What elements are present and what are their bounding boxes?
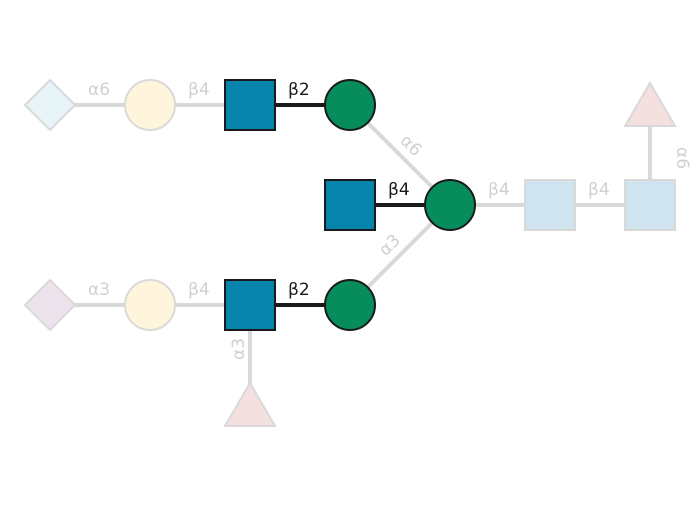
label-top-a6: α6 xyxy=(88,80,110,100)
node-core-man-circle-icon[interactable] xyxy=(424,179,476,231)
label-top-b4: β4 xyxy=(188,80,210,100)
node-bot-gal-circle-icon[interactable] xyxy=(124,279,176,331)
faded-edges xyxy=(50,103,652,400)
label-bot-b4: β4 xyxy=(188,280,210,300)
faded-labels: α6 β4 α6 α3 β4 β4 α6 α3 β4 α3 xyxy=(88,80,692,360)
node-bot-man-circle-icon[interactable] xyxy=(324,279,376,331)
node-top-neugc-diamond-icon[interactable] xyxy=(23,78,77,132)
label-bisect-b4: β4 xyxy=(388,180,410,200)
node-top-man-circle-icon[interactable] xyxy=(324,79,376,131)
node-bot-neuac-diamond-icon[interactable] xyxy=(23,278,77,332)
node-bisect-glcnac-square-icon[interactable] xyxy=(324,179,376,231)
node-bot-fuc-triangle-icon[interactable] xyxy=(223,381,277,427)
label-top-b2: β2 xyxy=(288,80,310,100)
node-bot-glcnac-square-icon[interactable] xyxy=(224,279,276,331)
label-core-b4b: β4 xyxy=(588,180,610,200)
active-labels: β2 β4 β2 xyxy=(288,80,410,300)
label-bot-b2: β2 xyxy=(288,280,310,300)
label-corefuc-a6: α6 xyxy=(672,147,692,169)
node-top-gal-circle-icon[interactable] xyxy=(124,79,176,131)
node-core-glcnac1-square-icon[interactable] xyxy=(524,179,576,231)
label-core-b4a: β4 xyxy=(488,180,510,200)
label-botfuc-a3: α3 xyxy=(229,338,249,360)
node-core-fuc-triangle-icon[interactable] xyxy=(623,81,677,127)
node-top-glcnac-square-icon[interactable] xyxy=(224,79,276,131)
label-bot-a3: α3 xyxy=(88,280,110,300)
node-core-glcnac2-square-icon[interactable] xyxy=(624,179,676,231)
